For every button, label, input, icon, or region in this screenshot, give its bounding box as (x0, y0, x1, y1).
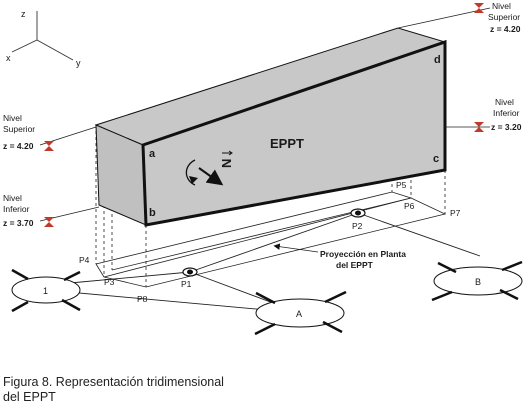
corner-c-label: c (433, 153, 439, 165)
point-label-p2: P2 (352, 221, 363, 231)
figure-caption: Figura 8. Representación tridimensional … (3, 375, 303, 405)
plan-lower-edge (103, 197, 447, 288)
footing-1: 1 (11, 268, 81, 313)
level-left-lower-line1: Nivel (3, 193, 22, 203)
normal-vector-label: N (219, 159, 234, 168)
corner-b-label: b (149, 207, 156, 219)
level-left-upper-line2: Superior (3, 124, 35, 134)
level-marker-top-right (474, 3, 484, 8)
level-top-right-value: z = 4.20 (490, 24, 521, 34)
footing-B-label: B (475, 277, 481, 287)
normal-vector-symbol: N (185, 150, 234, 186)
z-axis-label: z (21, 9, 26, 19)
eppt-label: EPPT (270, 136, 304, 151)
level-right-line2: Inferior (493, 108, 520, 118)
point-label-p1: P1 (181, 279, 192, 289)
footing-1-label: 1 (43, 286, 48, 296)
projection-label-line2: del EPPT (336, 260, 374, 270)
eppt-body (94, 27, 447, 227)
point-label-p7: P7 (450, 208, 461, 218)
level-markers (44, 3, 484, 227)
level-right-value: z = 3.20 (491, 122, 522, 132)
point-label-p8: P8 (137, 294, 148, 304)
footing-B: B (431, 260, 523, 302)
axis-lines (45, 212, 481, 314)
level-left-upper-line1: Nivel (3, 113, 22, 123)
coordinate-axes (11, 11, 74, 61)
level-left-upper-value: z = 4.20 (3, 141, 34, 151)
level-marker-right (474, 122, 484, 127)
level-marker-left-lower (44, 217, 54, 222)
normal-vector-arrow (198, 167, 224, 186)
axis-line-p1-p2 (189, 212, 359, 273)
level-top-right-line1: Nivel (492, 1, 511, 11)
level-right-line1: Nivel (495, 97, 514, 107)
rotation-arrow (185, 159, 196, 186)
footing-A: A (254, 290, 347, 336)
y-axis (36, 39, 74, 61)
caption-line-1: Figura 8. Representación tridimensional (3, 375, 224, 389)
footing-A-label: A (296, 309, 302, 319)
caption-line-2: del EPPT (3, 390, 56, 404)
x-axis-label: x (6, 53, 11, 63)
point-label-p4: P4 (79, 255, 90, 265)
level-labels: Nivel Superior z = 4.20 Nivel Inferior z… (3, 1, 522, 228)
footings: 1 A B (11, 260, 523, 336)
projection-label-line1: Proyección en Planta (320, 249, 406, 259)
point-labels: P1 P2 P3 P4 P5 P6 P7 P8 (79, 180, 461, 304)
support-points (182, 208, 366, 277)
level-top-right-line2: Superior (488, 12, 520, 22)
rotation-arrow-head (189, 176, 198, 184)
axis-line-p2-B (357, 212, 481, 257)
point-label-p3: P3 (104, 277, 115, 287)
level-marker-left-upper (44, 141, 54, 146)
y-axis-label: y (76, 58, 81, 68)
projection-leader (273, 243, 319, 253)
corner-d-label: d (434, 54, 441, 66)
level-left-lower-line2: Inferior (3, 204, 30, 214)
point-label-p5: P5 (396, 180, 407, 190)
x-axis (11, 39, 38, 53)
level-left-lower-value: z = 3.70 (3, 218, 34, 228)
point-label-p6: P6 (404, 201, 415, 211)
corner-a-label: a (149, 148, 156, 160)
